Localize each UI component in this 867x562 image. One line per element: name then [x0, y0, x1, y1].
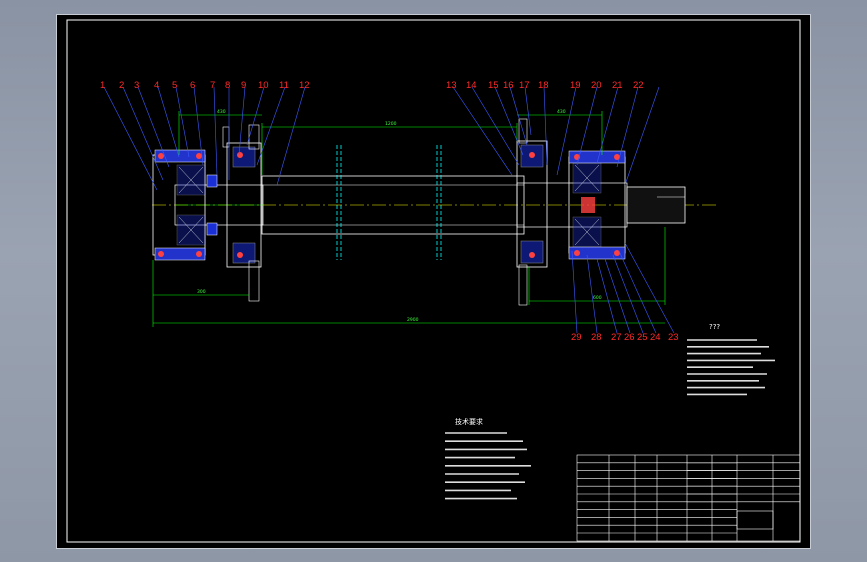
- right-bearing-housing: [568, 150, 626, 260]
- part-number-14: 14: [466, 80, 477, 91]
- dim-right-bottom-text: 600: [593, 295, 602, 301]
- tech-req-title: 技术要求: [455, 417, 483, 426]
- shaft-extension: [626, 186, 686, 224]
- part-number-4: 4: [154, 80, 159, 91]
- part-number-5: 5: [172, 80, 177, 91]
- left-support-block: [222, 124, 262, 302]
- part-number-17: 17: [519, 80, 530, 91]
- part-number-27: 27: [611, 332, 622, 343]
- part-numbers-bottom: 29 28 27 26 25 24 23: [571, 332, 679, 343]
- leader-lines: [103, 86, 675, 334]
- dim-left-bottom-text: 300: [197, 289, 206, 295]
- cad-drawing: 1200 430 430 300 600 2900: [66, 19, 801, 543]
- right-support-block: [516, 118, 548, 306]
- part-number-13: 13: [446, 80, 457, 91]
- part-number-1: 1: [100, 80, 105, 91]
- title-block: [576, 454, 801, 542]
- tech-requirements: 技术要求: [445, 417, 531, 500]
- dim-left-top-text: 430: [217, 109, 226, 115]
- notes-title: ???: [709, 323, 720, 331]
- part-number-16: 16: [503, 80, 514, 91]
- part-number-6: 6: [190, 80, 195, 91]
- part-number-18: 18: [538, 80, 549, 91]
- dim-right-top-text: 430: [557, 109, 566, 115]
- dimensions: [152, 111, 666, 327]
- part-number-19: 19: [570, 80, 581, 91]
- part-number-9: 9: [241, 80, 246, 91]
- part-number-23: 23: [668, 332, 679, 343]
- part-number-11: 11: [279, 80, 289, 91]
- part-number-7: 7: [210, 80, 215, 91]
- part-number-8: 8: [225, 80, 230, 91]
- notes-block: ???: [687, 323, 775, 396]
- part-number-25: 25: [637, 332, 648, 343]
- inner-frame: [66, 19, 801, 543]
- part-number-21: 21: [612, 80, 623, 91]
- part-number-12: 12: [299, 80, 310, 91]
- part-number-24: 24: [650, 332, 661, 343]
- part-number-15: 15: [488, 80, 499, 91]
- part-numbers-top: 1 2 3 4 5 6 7 8 9 10 11 12 13 14 15 16 1…: [100, 80, 644, 91]
- dim-top-text: 1200: [385, 121, 397, 127]
- part-number-2: 2: [119, 80, 124, 91]
- part-number-28: 28: [591, 332, 602, 343]
- left-bearing-housing: [152, 149, 218, 261]
- drawing-sheet: 1200 430 430 300 600 2900: [56, 14, 811, 549]
- dim-overall-text: 2900: [407, 317, 419, 323]
- part-number-29: 29: [571, 332, 582, 343]
- part-number-26: 26: [624, 332, 635, 343]
- part-number-20: 20: [591, 80, 602, 91]
- part-number-10: 10: [258, 80, 269, 91]
- part-number-3: 3: [134, 80, 139, 91]
- shaft-assembly: [152, 145, 717, 260]
- part-number-22: 22: [633, 80, 644, 91]
